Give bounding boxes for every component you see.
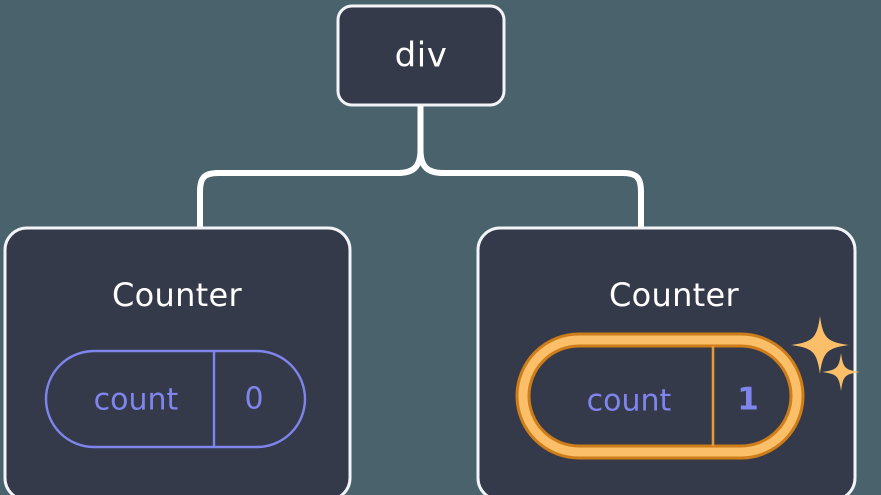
counter-right-pill-outline [518, 335, 802, 457]
counter-right-state-key: count [587, 384, 672, 419]
counter-right-state-value: 1 [737, 382, 759, 418]
counter-left-state-value: 0 [244, 382, 263, 417]
connector-group [197, 100, 644, 231]
sparkle-large-icon [791, 316, 849, 374]
node-counter-left[interactable]: Counter count 0 [3, 226, 352, 495]
node-counter-right[interactable]: Counter count 1 [476, 226, 860, 495]
sparkle-small-icon [822, 353, 860, 391]
counter-left-title: Counter [112, 276, 243, 314]
node-root-div[interactable]: div [336, 4, 506, 107]
counter-right-title: Counter [609, 276, 740, 314]
counter-right-card [476, 226, 857, 495]
counter-left-state-pill[interactable]: count 0 [44, 349, 307, 449]
counter-left-state-key: count [94, 383, 179, 418]
connector-right-branch [417, 147, 644, 231]
root-node-box [336, 4, 506, 107]
connector-left-branch [197, 147, 424, 231]
counter-right-state-pill[interactable]: count 1 [515, 332, 805, 460]
sparkle-group [791, 316, 860, 391]
counter-left-card [3, 226, 352, 495]
counter-left-pill-outline [44, 349, 307, 449]
root-node-label: div [395, 36, 448, 76]
